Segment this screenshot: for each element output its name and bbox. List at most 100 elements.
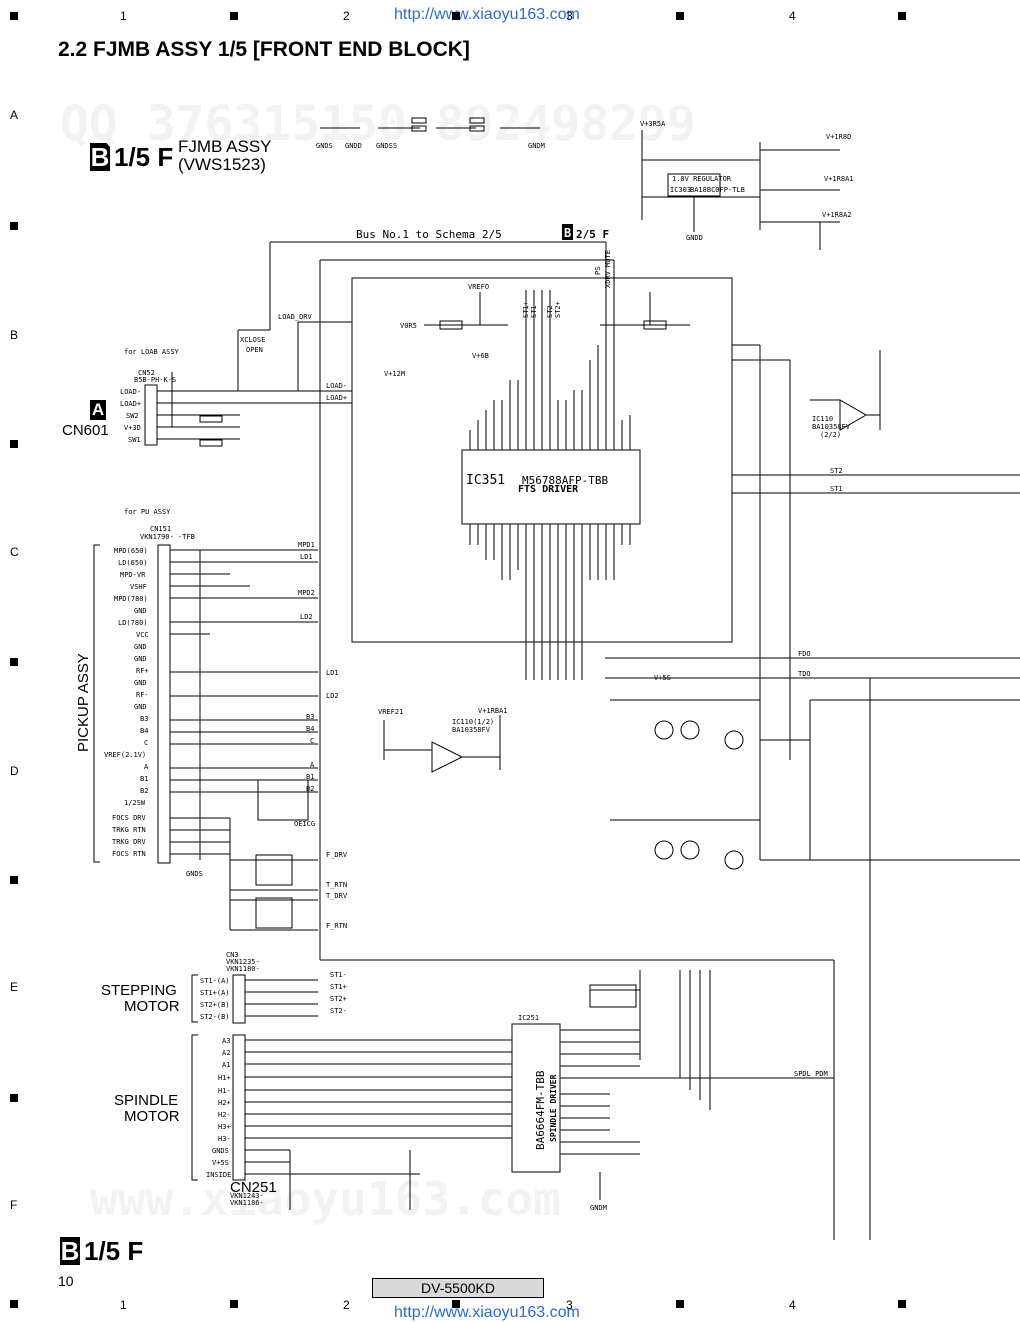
cn151-pin-18: GND — [134, 643, 147, 651]
cn251-part1: VKN1243- — [230, 1192, 264, 1200]
watermark-www: www.xiaoyu163.com — [90, 1172, 561, 1226]
cn601-name: CN601 — [62, 422, 109, 439]
footer-badge-text: 1/5 F — [84, 1236, 144, 1266]
cn251-pin-h3m: H3- — [218, 1135, 231, 1143]
net-st2-plus: ST2+ — [330, 995, 347, 1003]
cn151-pin-15: GND — [134, 679, 147, 687]
bus-badge-bg — [562, 224, 573, 240]
cn3-pin-2: ST2+(B) — [200, 1001, 230, 1009]
net-spdl-pdm: SPDL_PDM — [794, 1070, 828, 1078]
ic351-ref: IC351 — [466, 473, 505, 488]
bus-net-st2p: ST2+ — [554, 301, 562, 318]
cn151-pin-12: B3 — [140, 715, 148, 723]
net-tdo: TDO — [798, 670, 811, 678]
cn251-pin-a2: A2 — [222, 1049, 230, 1057]
col-mark-1-bottom: 1 — [120, 1298, 127, 1312]
net-c: C — [310, 737, 314, 745]
net-gndd-reg: GNDD — [686, 234, 703, 242]
net-b2: B2 — [306, 785, 314, 793]
net-v0r5: V0R5 — [400, 322, 417, 330]
stepping-motor-label-1: STEPPING — [101, 982, 177, 999]
footer-badge-letter: B — [60, 1236, 80, 1266]
row-mark-c: C — [10, 545, 19, 559]
assy-badge-letter: B — [90, 142, 110, 172]
cn151-pin-5: 1/2SW — [124, 799, 146, 807]
col-mark-4: 4 — [789, 9, 796, 23]
cn251-pin-v5s: V+5S — [212, 1159, 229, 1167]
border-square — [10, 440, 18, 448]
ic303-ref: IC303 — [670, 186, 691, 194]
cn251-pin-h1p: H1+ — [218, 1074, 231, 1082]
cn3-pin-3: ST1+(A) — [200, 989, 230, 997]
net-t-rtn: T_RTN — [326, 881, 347, 889]
net-ld1-b: LD1 — [326, 669, 339, 677]
bus-net-st2m: ST2- — [546, 301, 554, 318]
border-square — [676, 1300, 684, 1308]
cn151-ref: CN151 — [150, 525, 171, 533]
bus-net-st1m: ST1- — [530, 301, 538, 318]
gnd-label-gndm: GNDM — [528, 142, 545, 150]
net-xclose: XCLOSE — [240, 336, 265, 344]
cn151-pin-6: B2 — [140, 787, 148, 795]
cn3-pin-4: ST1-(A) — [200, 977, 230, 985]
cn151-part: VKN1790- -TFB — [140, 533, 195, 541]
net-vref21: VREF21 — [378, 708, 403, 716]
bus-net-st1p: ST1+ — [522, 301, 530, 318]
row-mark-b: B — [10, 328, 19, 342]
cn601-pin-5: SW1 — [128, 436, 141, 444]
cn151-pin-24: MPD-VR — [120, 571, 146, 579]
net-mpd1: MPD1 — [298, 541, 315, 549]
net-v3r5a: V+3R5A — [640, 120, 666, 128]
cn601-part: B5B-PH-K-S — [134, 376, 176, 384]
cn151-pin-7: B1 — [140, 775, 148, 783]
border-square — [898, 1300, 906, 1308]
bottom-url[interactable]: http://www.xiaoyu163.com — [394, 1304, 580, 1321]
cn251-pin-h2p: H2+ — [218, 1099, 231, 1107]
net-v1r8a2: V+1R8A2 — [822, 211, 852, 219]
gnd-label-gnds-left: GNDS — [186, 870, 203, 878]
gnd-label-gnds: GNDS — [316, 142, 333, 150]
net-f-rtn: F_RTN — [326, 922, 347, 930]
border-square — [898, 12, 906, 20]
cn151-pin-4: FOCS DRV — [112, 814, 147, 822]
model-box: DV-5500KD — [372, 1278, 544, 1298]
bus-net-xdrv-mute: XDRV MUTE — [604, 250, 612, 288]
cn151-pin-14: RF- — [136, 691, 149, 699]
col-mark-3: 3 — [566, 9, 573, 23]
net-open: OPEN — [246, 346, 263, 354]
net-load-drv: LOAD_DRV — [278, 313, 313, 321]
net-b3: B3 — [306, 713, 314, 721]
ic351-func: FTS DRIVER — [518, 484, 579, 495]
cn151-pin-9: VREF(2.1V) — [104, 751, 146, 759]
col-mark-2-bottom: 2 — [343, 1298, 350, 1312]
bus-badge-letter: B — [564, 226, 571, 240]
border-square — [230, 1300, 238, 1308]
net-v1r8a1: V+1R8A1 — [824, 175, 854, 183]
cn251-pin-a3: A3 — [222, 1037, 230, 1045]
ic110a-part: BA10358FV — [452, 726, 491, 734]
ic110a-ref: IC110(1/2) — [452, 718, 494, 726]
page-title: 2.2 FJMB ASSY 1/5 [FRONT END BLOCK] — [58, 38, 470, 61]
bus-net-ps: PS — [594, 267, 602, 275]
border-square — [676, 12, 684, 20]
cn151-pin-19: VCC — [136, 631, 149, 639]
bus-label: Bus No.1 to Schema 2/5 — [356, 228, 502, 241]
gnd-label-gndss: GNDSS — [376, 142, 397, 150]
row-mark-a: A — [10, 108, 19, 122]
cn251-pin-gnds: GNDS — [212, 1147, 229, 1155]
cn3-part1: VKN1235- — [226, 958, 260, 966]
cn3-ref: CN3 — [226, 951, 239, 959]
top-url[interactable]: http://www.xiaoyu163.com — [394, 6, 580, 23]
net-t-drv: T_DRV — [326, 892, 348, 900]
net-v6b: V+6B — [472, 352, 489, 360]
spindle-motor-label-2: MOTOR — [124, 1108, 180, 1125]
cn151-pin-10: C — [144, 739, 148, 747]
net-a: A — [310, 761, 315, 769]
net-st2-minus: ST2- — [330, 1007, 347, 1015]
ic251-func: SPINDLE DRIVER — [549, 1074, 558, 1142]
bus-badge-text: 2/5 F — [576, 228, 609, 241]
cn151-pin-3: TRKG RTN — [112, 826, 146, 834]
net-vrefo: VREFO — [468, 283, 489, 291]
cn151-pin-13: GND — [134, 703, 147, 711]
cn251-pin-h1m: H1- — [218, 1087, 231, 1095]
